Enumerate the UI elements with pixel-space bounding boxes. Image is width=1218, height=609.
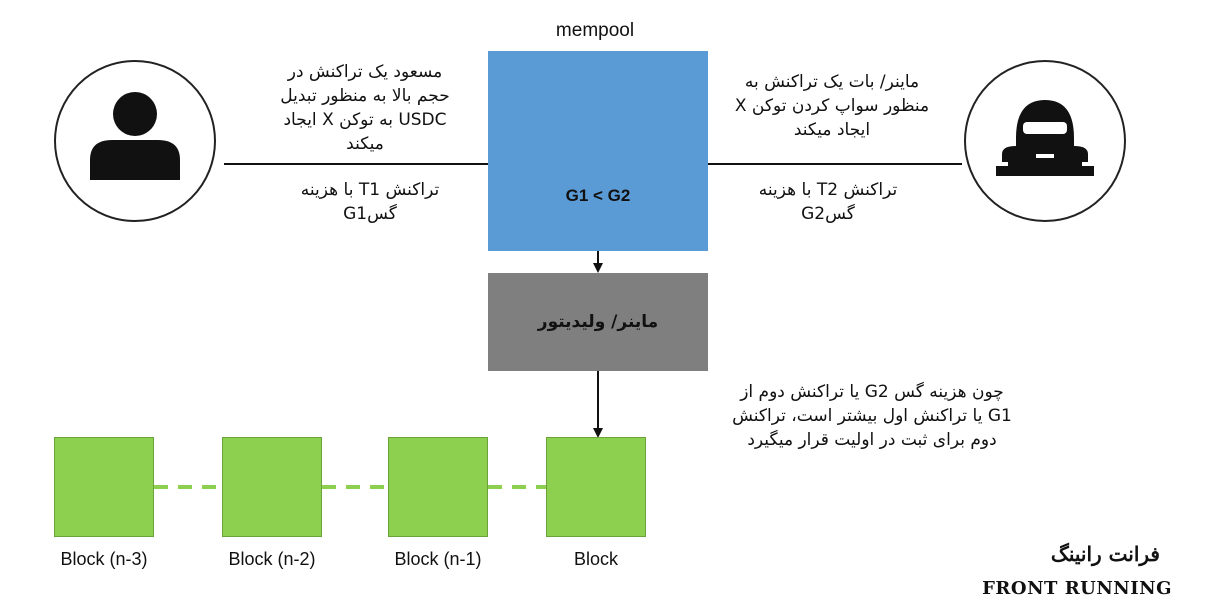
attacker-description: ماینر/ بات یک تراکنش به منظور سواپ کردن … <box>712 70 952 142</box>
brand-title-en: FRONT RUNNING <box>982 578 1172 599</box>
attacker-description-line: ایجاد میکند <box>793 120 871 140</box>
hacker-icon <box>996 100 1094 176</box>
attacker-avatar <box>964 60 1126 222</box>
block-label: Block (n-1) <box>394 549 482 569</box>
explanation-line: دوم برای ثبت در اولیت قرار میگیرد <box>747 430 997 450</box>
user-description-line: USDC به توکن X ایجاد <box>283 110 447 130</box>
mempool-title: mempool <box>555 20 635 41</box>
block-n-2 <box>222 437 322 537</box>
user-description: مسعود یک تراکنش در حجم بالا به منظور تبد… <box>250 60 480 156</box>
block-n-1 <box>388 437 488 537</box>
user-description-line: مسعود یک تراکنش در <box>287 62 443 82</box>
user-description-line: حجم بالا به منظور تبدیل <box>280 86 450 106</box>
priority-explanation: چون هزینه گس G2 یا تراکنش دوم از G1 یا ت… <box>722 380 1022 452</box>
user-transaction: تراکنش T1 با هزینه گسG1 <box>270 178 470 226</box>
attacker-description-line: منظور سواپ کردن توکن X <box>734 96 930 116</box>
block-label: Block (n-2) <box>228 549 316 569</box>
attacker-transaction-line: تراکنش T2 با هزینه <box>758 180 898 200</box>
attacker-transaction: تراکنش T2 با هزینه گسG2 <box>728 178 928 226</box>
user-description-line: میکند <box>346 134 384 154</box>
explanation-line: چون هزینه گس G2 یا تراکنش دوم از <box>740 382 1004 402</box>
user-icon <box>90 92 180 180</box>
user-avatar <box>54 60 216 222</box>
user-transaction-line: گسG1 <box>343 204 397 224</box>
attacker-description-line: ماینر/ بات یک تراکنش به <box>744 72 920 92</box>
user-transaction-line: تراکنش T1 با هزینه <box>300 180 440 200</box>
miner-validator-box: ماینر/ ولیدیتور <box>488 273 708 371</box>
mempool-box <box>488 51 708 251</box>
attacker-transaction-line: گسG2 <box>801 204 855 224</box>
miner-validator-label: ماینر/ ولیدیتور <box>537 312 659 332</box>
explanation-line: G1 یا تراکنش اول بیشتر است، تراکنش <box>732 406 1012 426</box>
block-n-3 <box>54 437 154 537</box>
block-current <box>546 437 646 537</box>
gas-comparison: G1 < G2 <box>565 186 631 205</box>
block-label: Block <box>573 549 618 569</box>
block-label: Block (n-3) <box>60 549 148 569</box>
brand-title-fa: فرانت رانینگ <box>1050 542 1160 566</box>
